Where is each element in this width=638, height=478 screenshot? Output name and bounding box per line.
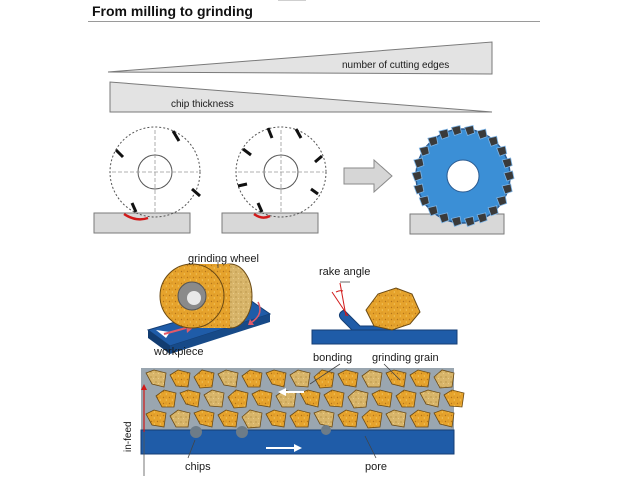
abrasive-grain <box>289 409 311 428</box>
top-divider <box>278 0 306 1</box>
grinding-tooth <box>450 124 462 136</box>
grinding-tooth <box>413 157 425 169</box>
abrasive-grain <box>217 409 239 428</box>
abrasive-grain <box>361 369 383 388</box>
abrasive-grain <box>155 389 177 408</box>
abrasive-grain <box>337 369 359 388</box>
grinding-tooth <box>418 195 430 207</box>
cutting-edges-wedge <box>107 41 493 75</box>
process-arrow <box>343 158 393 194</box>
grinding-tooth <box>476 212 488 224</box>
grinding-tooth <box>427 205 439 217</box>
grinding-tooth <box>427 135 439 147</box>
abrasive-grain <box>251 389 273 408</box>
abrasive-grain <box>433 369 455 389</box>
abrasive-grain <box>265 369 287 388</box>
abrasive-grain <box>337 409 359 428</box>
abrasive-grain <box>193 409 215 428</box>
abrasive-grain <box>419 389 441 408</box>
abrasive-grain <box>179 389 201 408</box>
grinding-tooth <box>496 195 508 207</box>
chip-thickness-wedge <box>109 81 493 113</box>
abrasive-grain <box>443 389 465 408</box>
abrasive-grain <box>217 369 239 388</box>
grinding-grain-label: grinding grain <box>372 352 439 364</box>
page-title: From milling to grinding <box>92 3 253 19</box>
abrasive-grain <box>265 409 287 428</box>
abrasive-grain <box>203 389 225 408</box>
abrasive-grain <box>145 409 167 428</box>
abrasive-grain <box>289 369 311 388</box>
abrasive-grain <box>169 409 191 428</box>
rake-angle-diagram <box>311 281 458 345</box>
abrasive-grain <box>169 369 191 388</box>
title-divider <box>88 21 540 22</box>
abrasive-grain <box>299 389 321 408</box>
abrasive-grain <box>193 369 215 389</box>
abrasive-grain <box>385 369 407 388</box>
workpiece-label: workpiece <box>154 346 204 358</box>
grinding-wheel-diagram <box>409 124 515 235</box>
bonding-label: bonding <box>313 352 353 364</box>
grinding-tooth <box>438 212 450 224</box>
abrasive-grain <box>347 389 369 409</box>
chip-thickness-label: chip thickness <box>171 99 234 110</box>
milling-cutter-more-teeth <box>221 126 327 234</box>
grinding-zone-diagram <box>140 368 465 476</box>
abrasive-grain <box>409 369 431 388</box>
grinding-tooth <box>464 216 476 228</box>
abrasive-grain <box>313 369 335 389</box>
grinding-tooth <box>501 183 513 195</box>
abrasive-grain <box>409 409 431 428</box>
grinding-tooth <box>487 135 499 147</box>
abrasive-grain <box>371 389 393 408</box>
abrasive-grain <box>361 409 383 429</box>
grinding-tooth <box>411 170 423 182</box>
grinding-tooth <box>487 205 499 217</box>
abrasive-grain <box>241 409 263 429</box>
grinding-wheel-3d <box>146 260 272 354</box>
milling-cutter-few-teeth <box>93 126 201 234</box>
abrasive-grain <box>313 409 335 428</box>
grinding-tooth <box>501 157 513 169</box>
abrasive-grain <box>145 369 167 388</box>
abrasive-grain <box>241 369 263 388</box>
rake-angle-label: rake angle <box>319 266 371 278</box>
cutting-edges-label: number of cutting edges <box>342 60 450 71</box>
grinding-tooth <box>450 216 462 228</box>
abrasive-grain <box>385 409 407 428</box>
abrasive-grain <box>227 389 249 409</box>
grinding-tooth <box>413 183 425 195</box>
abrasive-grain <box>323 389 345 408</box>
grinding-tooth <box>464 124 476 136</box>
grinding-tooth <box>503 170 515 182</box>
grinding-tooth <box>496 145 508 157</box>
chips-label: chips <box>185 461 211 473</box>
in-feed-label: in-feed <box>123 421 134 452</box>
pore-label: pore <box>365 461 388 473</box>
grinding-tooth <box>476 128 488 140</box>
grinding-tooth <box>438 128 450 140</box>
grinding-tooth <box>418 145 430 157</box>
abrasive-grain <box>395 389 417 408</box>
abrasive-grain <box>433 409 455 428</box>
grinding-wheel-label: grinding wheel <box>188 253 259 265</box>
